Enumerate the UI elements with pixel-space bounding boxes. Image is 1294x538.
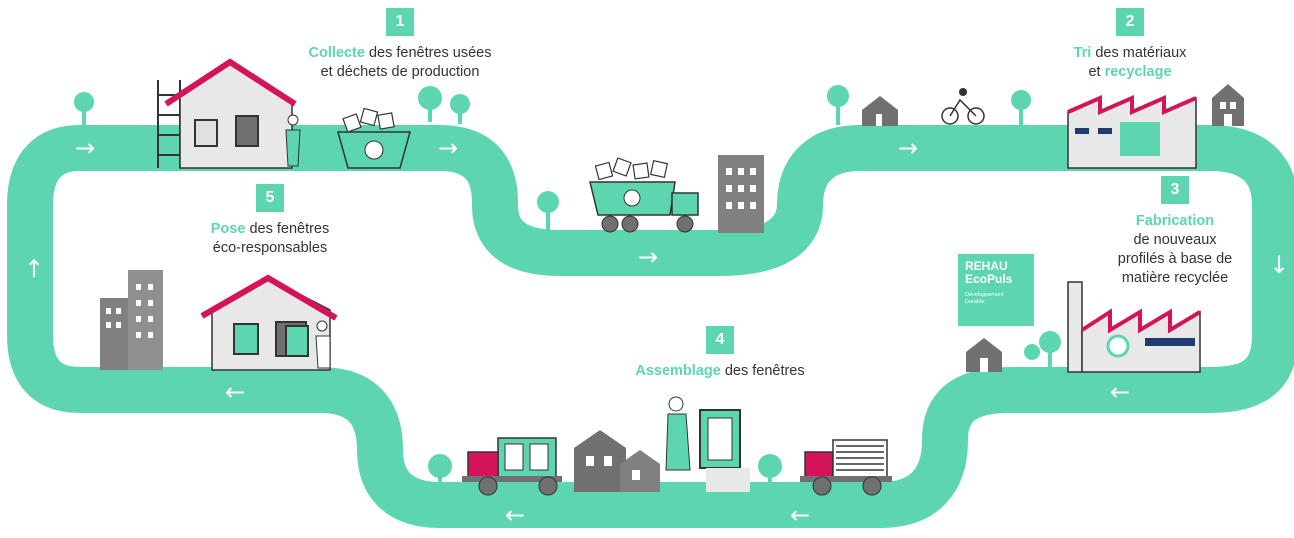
step-number-badge: 3 (1161, 176, 1189, 204)
arrow-left-icon: ← (505, 501, 525, 529)
sorting-scene-icon (827, 84, 1244, 169)
logo-sub2: Durable (965, 299, 985, 305)
step-3-text-line3: matière recyclée (1121, 270, 1229, 286)
arrow-left-icon: ← (225, 378, 245, 406)
step-1-collection: 1 Collecte des fenêtres usées et déchets… (250, 8, 550, 82)
step-3-text-line2: profilés à base de (1117, 251, 1233, 267)
arrow-up-icon: ↑ (24, 255, 44, 283)
step-1-highlight: Collecte (308, 45, 365, 61)
step-3-text-line1: de nouveaux (1133, 232, 1217, 248)
arrow-left-icon: ← (790, 501, 810, 529)
step-1-text: des fenêtres usées (364, 45, 492, 61)
step-5-text-line2: éco-responsables (212, 240, 328, 256)
installation-scene-icon (100, 270, 338, 371)
tree-icon (74, 92, 94, 112)
step-2-highlight: Tri (1073, 45, 1092, 61)
arrow-right-icon: → (75, 134, 95, 162)
cycle-path (7, 125, 1294, 528)
step-3-manufacturing: 3 Fabrication de nouveaux profilés à bas… (1095, 176, 1255, 288)
tree-icon (537, 191, 559, 213)
step-5-text: des fenêtres (245, 221, 330, 237)
step-2-sorting: 2 Tri des matériaux et recyclage (1030, 8, 1230, 82)
step-number-badge: 1 (386, 8, 414, 36)
step-number-badge: 5 (256, 184, 284, 212)
step-5-installation: 5 Pose des fenêtres éco-responsables (180, 184, 360, 258)
logo-line2: EcoPuls (965, 272, 1013, 286)
step-number-badge: 2 (1116, 8, 1144, 36)
arrow-right-icon: → (898, 134, 918, 162)
arrow-right-icon: → (438, 134, 458, 162)
step-4-text: des fenêtres (720, 363, 805, 379)
step-4-highlight: Assemblage (635, 363, 721, 379)
arrow-right-icon: → (638, 243, 658, 271)
logo-sub1: Développement (965, 292, 1004, 298)
assembly-scene-icon (428, 396, 892, 496)
step-5-highlight: Pose (210, 221, 246, 237)
step-1-text-line2: et déchets de production (320, 64, 480, 80)
step-2-text-pre: et (1088, 64, 1105, 80)
arrow-down-icon: ↓ (1269, 251, 1289, 279)
step-2-text: des matériaux (1091, 45, 1187, 61)
recycling-truck-icon (589, 157, 699, 233)
arrow-left-icon: ← (1110, 378, 1130, 406)
step-number-badge: 4 (706, 326, 734, 354)
rehau-ecopuls-logo: REHAU EcoPuls Développement Durable (958, 254, 1034, 326)
factory-icon (966, 281, 1202, 373)
tree-trunk (82, 110, 86, 126)
collection-scene-icon (157, 58, 470, 169)
direction-arrows: → → → → ↓ ← ← ← ← ↑ (24, 134, 1289, 529)
step-3-highlight: Fabrication (1135, 213, 1215, 229)
step-4-assembly: 4 Assemblage des fenêtres (590, 326, 850, 381)
step-2-highlight-2: recyclage (1104, 64, 1172, 80)
apartment-building-icon (718, 155, 764, 233)
logo-line1: REHAU (965, 259, 1008, 273)
